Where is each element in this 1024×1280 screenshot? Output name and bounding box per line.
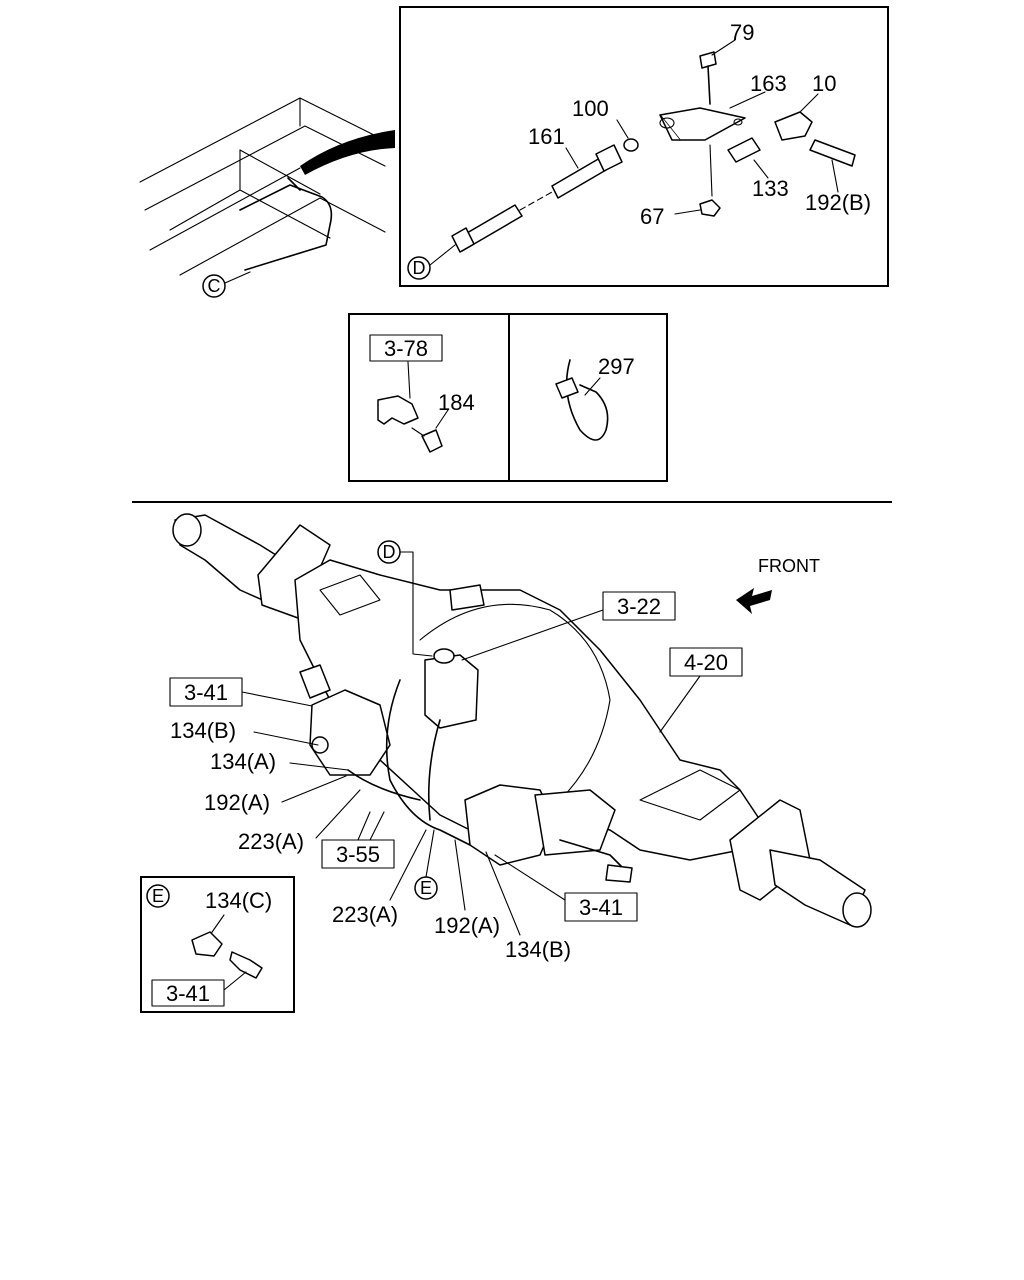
relay-valve: [424, 654, 479, 729]
ref-3-41-detail: 3-41: [166, 981, 210, 1006]
clip-panel: 3-78 184 297: [348, 313, 668, 482]
callout-192a-left: 192(A): [204, 790, 270, 815]
bolt-184: [421, 429, 443, 453]
bracket-163: [659, 107, 746, 141]
callout-134b-bottom: 134(B): [505, 937, 571, 962]
frame-sketch: C: [139, 97, 395, 298]
callout-223a-bottom: 223(A): [332, 902, 398, 927]
bolt-79: [699, 51, 717, 69]
hose-center: [427, 719, 441, 821]
callout-134a: 134(A): [210, 749, 276, 774]
pipe-161: [551, 157, 607, 199]
ref-4-20-box: [669, 647, 743, 677]
ref-3-22-box: [602, 591, 676, 621]
ref-3-22: 3-22: [617, 594, 661, 619]
diff-bracket: [449, 584, 485, 611]
callout-184: 184: [438, 390, 475, 415]
clip-3-78: [377, 395, 419, 425]
ref-3-41-right-box: [564, 892, 638, 922]
hose-bottom: [347, 769, 421, 801]
ref-4-20: 4-20: [684, 650, 728, 675]
ref-3-55: 3-55: [336, 842, 380, 867]
ref-3-78-box: [369, 334, 443, 362]
marker-c: C: [208, 276, 221, 296]
callout-163: 163: [750, 71, 787, 96]
fitting-133: [727, 137, 761, 163]
marker-e-detail: E: [152, 886, 164, 906]
front-arrow-icon: [736, 588, 772, 614]
marker-e-main: E: [420, 878, 432, 898]
callout-79: 79: [730, 20, 754, 45]
ref-3-78: 3-78: [384, 336, 428, 361]
nut-67: [699, 199, 721, 217]
elbow-10: [774, 111, 813, 141]
marker-d-main: D: [383, 542, 396, 562]
nut-100: [623, 138, 639, 152]
pipe-192b: [809, 139, 856, 167]
ref-3-41-right: 3-41: [579, 895, 623, 920]
callout-223a-left: 223(A): [238, 829, 304, 854]
marker-c-circle: [202, 274, 226, 298]
callout-134c: 134(C): [205, 888, 272, 913]
ref-3-41-detail-box: [151, 979, 225, 1007]
callout-134b-left: 134(B): [170, 718, 236, 743]
detail-e-box: [140, 876, 295, 1013]
detail-d-panel: 79 163 10 100 161 133 192(B) 67 D: [399, 6, 889, 287]
callout-192a-bottom: 192(A): [434, 913, 500, 938]
callout-192b: 192(B): [805, 190, 871, 215]
marker-d-circle: [407, 256, 431, 280]
callout-100: 100: [572, 96, 609, 121]
fitting-134c: [191, 931, 223, 957]
hose-left: [385, 679, 471, 846]
right-slack-adjuster: [534, 789, 616, 856]
callout-67: 67: [640, 204, 664, 229]
callout-161: 161: [528, 124, 565, 149]
detail-pointer: [300, 130, 395, 175]
detail-d-box: [399, 6, 889, 287]
fitting-161: [595, 144, 623, 172]
callout-133: 133: [752, 176, 789, 201]
marker-d-top: D: [413, 258, 426, 278]
callout-297: 297: [598, 354, 635, 379]
ref-3-41-left: 3-41: [184, 680, 228, 705]
fitting-3-41: [229, 951, 263, 979]
front-label: FRONT: [758, 556, 820, 576]
marker-e-detail-circle: [146, 884, 170, 908]
detail-e-panel: E 134(C) 3-41: [140, 876, 295, 1013]
callout-10: 10: [812, 71, 836, 96]
axle-assembly: FRONT D 3-22 4-20 3-41 134(B) 134(A) 192…: [169, 513, 872, 962]
